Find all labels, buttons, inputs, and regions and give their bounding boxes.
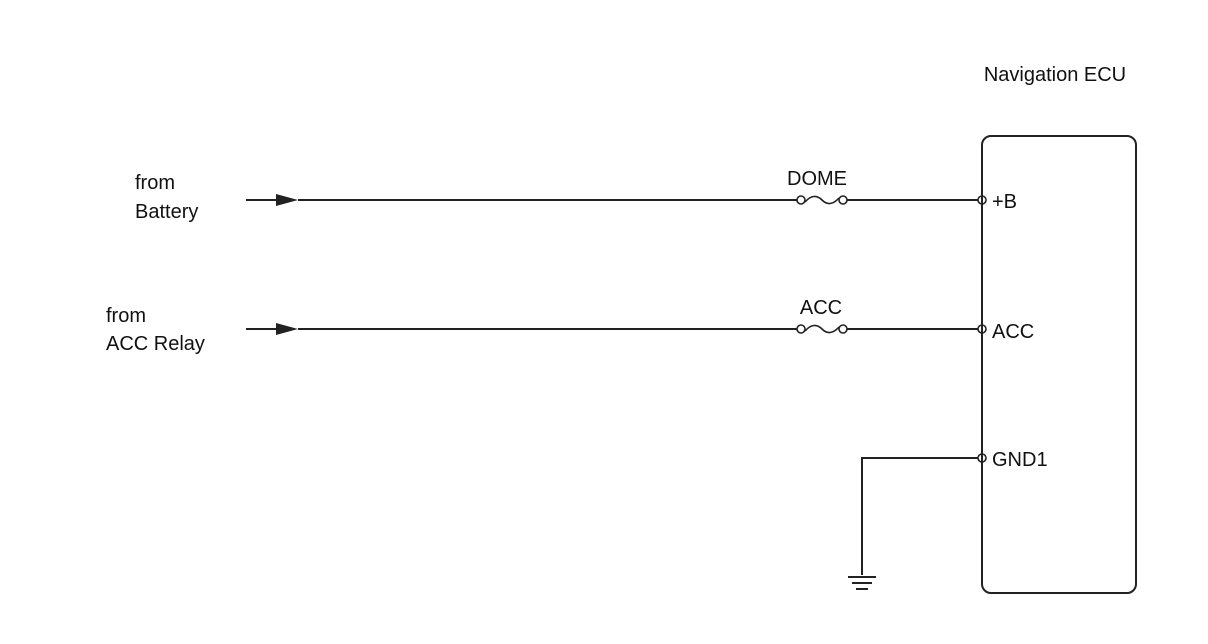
ground-icon [848, 576, 876, 590]
pin-label-b: +B [992, 191, 1017, 213]
ground-wire [861, 457, 978, 575]
fuse-icon [804, 324, 840, 334]
connector-pin-icon [977, 195, 987, 205]
fuse-terminal [838, 195, 848, 205]
connector-pin-icon [977, 324, 987, 334]
source-label-battery-line2: Battery [135, 201, 198, 223]
circuit-acc-relay: from ACC Relay ACC ACC [106, 297, 1034, 355]
fuse-terminal [796, 324, 806, 334]
connector-pin-icon [977, 453, 987, 463]
fuse-terminal [796, 195, 806, 205]
source-label-acc-line1: from [106, 305, 146, 327]
fuse-terminal [838, 324, 848, 334]
arrow-right-icon [276, 323, 298, 335]
pin-label-gnd1: GND1 [992, 449, 1048, 471]
arrow-right-icon [276, 194, 298, 206]
circuit-battery: from Battery DOME +B [135, 168, 1017, 223]
source-label-acc-line2: ACC Relay [106, 333, 205, 355]
circuit-ground: GND1 [848, 449, 1048, 590]
fuse-label-dome: DOME [787, 168, 847, 190]
ecu-box [981, 135, 1137, 594]
source-label-battery-line1: from [135, 172, 175, 194]
pin-label-acc: ACC [992, 321, 1034, 343]
ecu-title: Navigation ECU [984, 64, 1126, 86]
fuse-label-acc: ACC [800, 297, 842, 319]
fuse-icon [804, 195, 840, 205]
